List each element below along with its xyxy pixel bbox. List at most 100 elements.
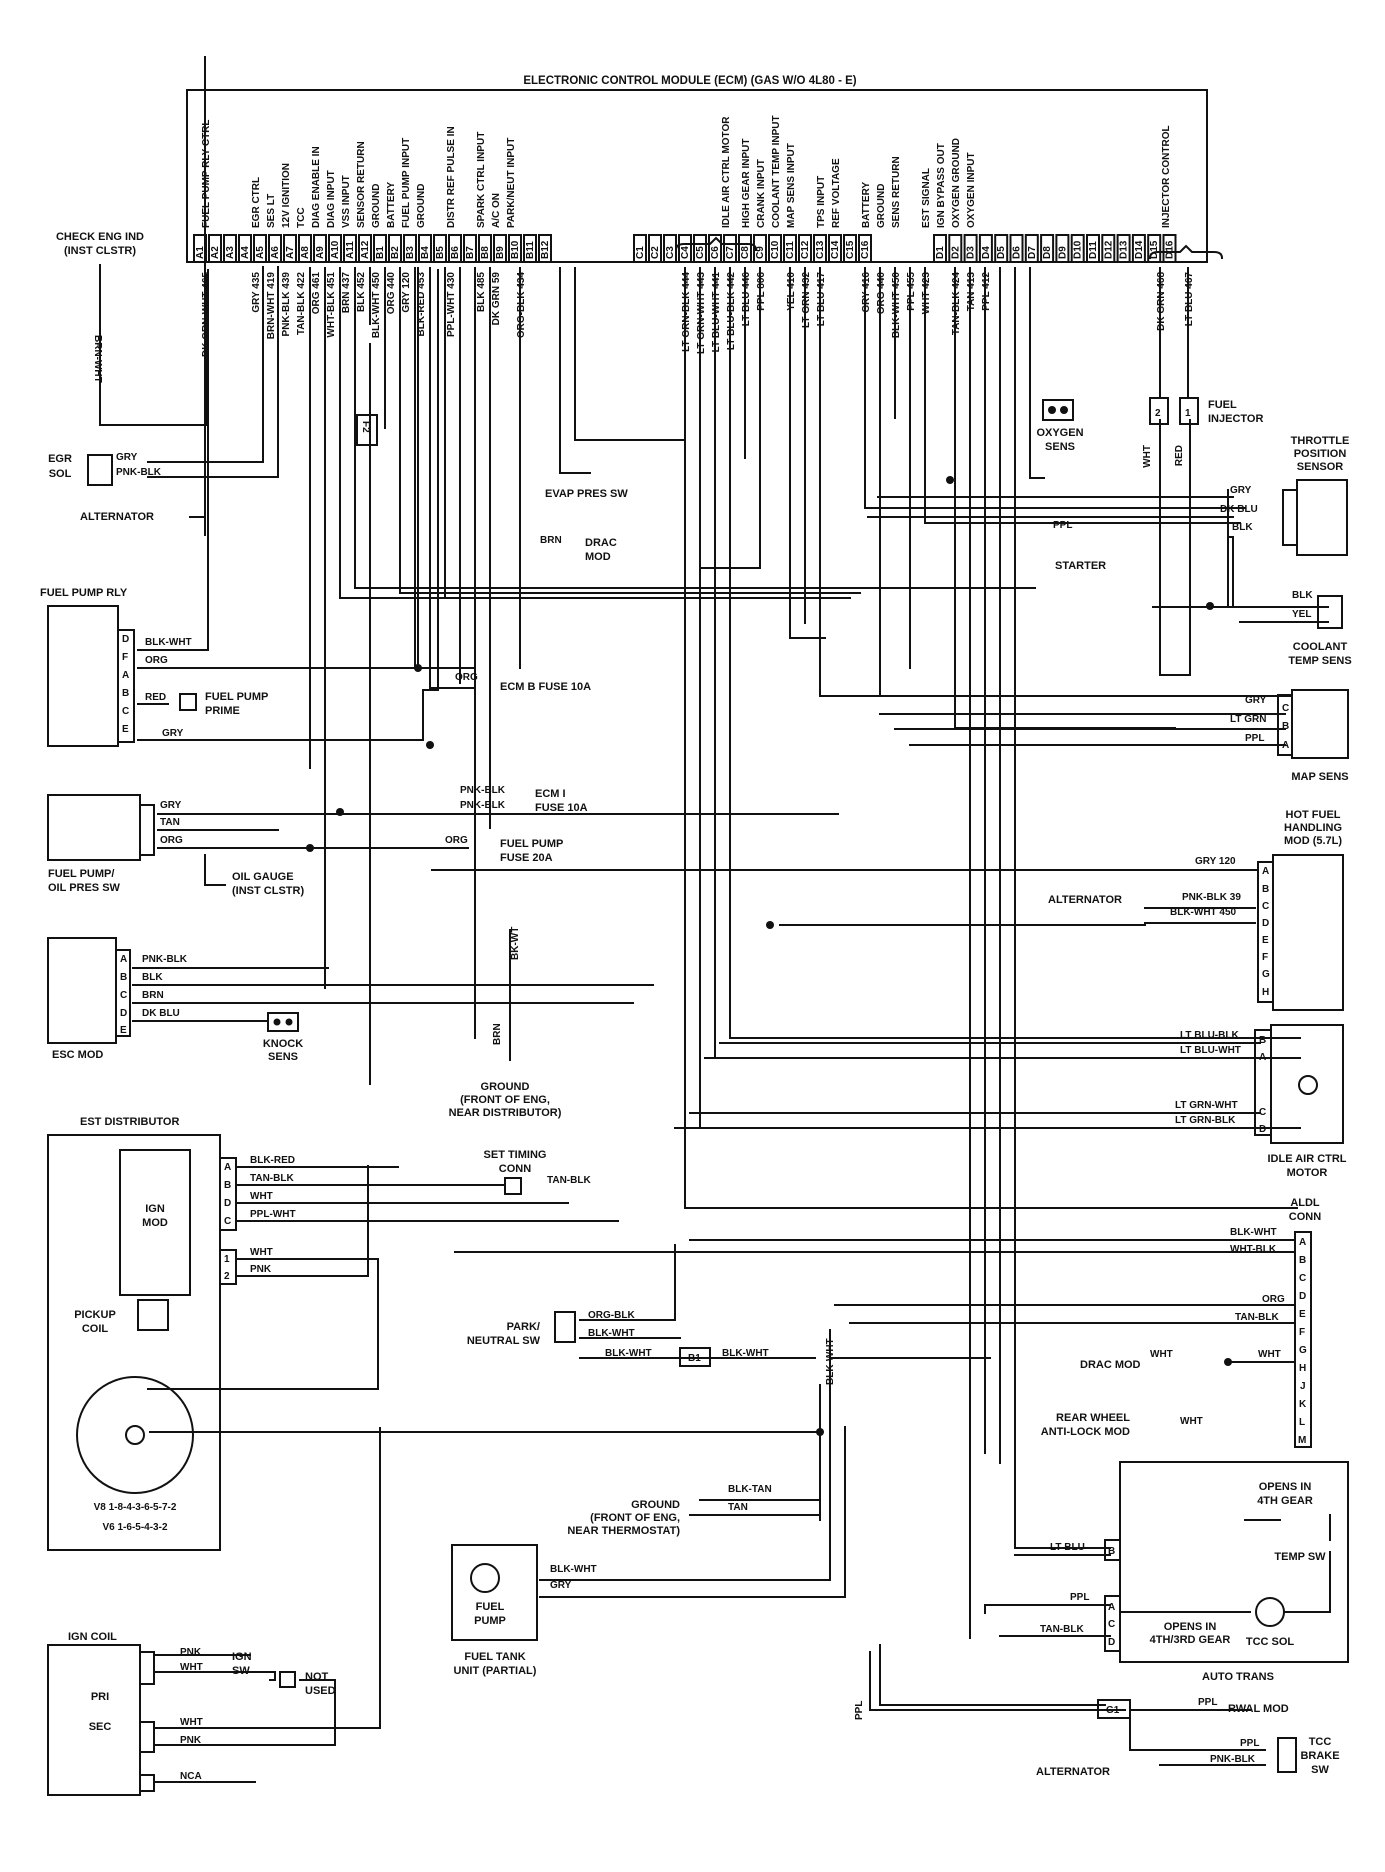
svg-text:1: 1 bbox=[224, 1254, 230, 1265]
svg-text:BLK-WHT: BLK-WHT bbox=[825, 1338, 836, 1385]
svg-text:COIL: COIL bbox=[82, 1323, 109, 1335]
check-eng-label: CHECK ENG IND bbox=[56, 231, 144, 243]
ecm-pin-label-B12: B12 bbox=[540, 240, 551, 259]
svg-text:ORG-BLK: ORG-BLK bbox=[588, 1310, 635, 1321]
svg-text:ORG: ORG bbox=[445, 835, 468, 846]
svg-text:PPL: PPL bbox=[1240, 1738, 1259, 1749]
svg-text:SOL: SOL bbox=[49, 468, 72, 480]
ecm-pin-label-D2: D2 bbox=[950, 246, 961, 259]
ecm-pin-C15 bbox=[843, 234, 857, 263]
esc-mod: ABC DE PNK-BLK BLK BRN DK BLU ESC MOD bbox=[47, 937, 188, 1061]
ecm-pin-B3 bbox=[403, 234, 417, 263]
ecm-pin-label-B11: B11 bbox=[525, 241, 536, 259]
ecm-pin-D15 bbox=[1147, 234, 1162, 263]
svg-text:L: L bbox=[1299, 1417, 1305, 1428]
ecm-pin-B10 bbox=[508, 234, 522, 263]
svg-text:ESC MOD: ESC MOD bbox=[52, 1049, 103, 1061]
ecm-pin-C7 bbox=[723, 234, 737, 263]
svg-text:LT GRN-WHT: LT GRN-WHT bbox=[1175, 1100, 1238, 1111]
svg-text:PUMP: PUMP bbox=[474, 1615, 506, 1627]
ground-distributor: BK-WT BRN GROUND (FRONT OF ENG, NEAR DIS… bbox=[449, 927, 562, 1119]
svg-text:FUEL PUMP/: FUEL PUMP/ bbox=[48, 868, 114, 880]
svg-text:FUEL PUMP: FUEL PUMP bbox=[500, 838, 563, 850]
svg-text:LT BLU: LT BLU bbox=[1050, 1542, 1085, 1553]
svg-text:(FRONT OF ENG,: (FRONT OF ENG, bbox=[590, 1512, 680, 1524]
park-neutral-sw: ORG-BLK BLK-WHT BLK-WHT PARK/ NEUTRAL SW… bbox=[467, 1310, 836, 1385]
ecm-pin-C16 bbox=[858, 234, 872, 263]
ecm-pin-label-C5: C5 bbox=[695, 246, 706, 259]
ecm-function-6: DIAG INPUT bbox=[326, 170, 337, 228]
ecm-pin-label-D11: D11 bbox=[1088, 241, 1099, 259]
ecm-pin-label-C8: C8 bbox=[740, 246, 751, 259]
svg-text:B: B bbox=[1259, 1035, 1266, 1046]
svg-text:TAN-BLK: TAN-BLK bbox=[250, 1173, 294, 1184]
svg-text:TCC SOL: TCC SOL bbox=[1246, 1636, 1295, 1648]
svg-text:KNOCK: KNOCK bbox=[263, 1038, 303, 1050]
svg-text:REAR WHEEL: REAR WHEEL bbox=[1056, 1412, 1130, 1424]
svg-text:BRN: BRN bbox=[540, 535, 562, 546]
svg-text:A: A bbox=[1262, 866, 1269, 877]
svg-text:FUEL: FUEL bbox=[1208, 399, 1237, 411]
ecm-function-0: FUEL PUMP RLY CTRL bbox=[201, 119, 212, 228]
svg-text:(INST CLSTR): (INST CLSTR) bbox=[232, 885, 304, 897]
svg-text:USED: USED bbox=[305, 1685, 336, 1697]
ecm-pin-C8 bbox=[738, 234, 752, 263]
svg-text:HOT FUEL: HOT FUEL bbox=[1286, 809, 1341, 821]
svg-text:SET TIMING: SET TIMING bbox=[484, 1149, 547, 1161]
ecm-function-4: TCC bbox=[296, 207, 307, 228]
svg-text:E: E bbox=[122, 724, 129, 735]
ecm-pin-B9 bbox=[493, 234, 507, 263]
ecm-pin-label-D10: D10 bbox=[1073, 240, 1084, 259]
svg-text:WHT: WHT bbox=[180, 1717, 203, 1728]
svg-text:LT GRN-BLK: LT GRN-BLK bbox=[1175, 1115, 1236, 1126]
svg-text:TCC: TCC bbox=[1309, 1736, 1332, 1748]
ecm-pin-label-A5: A5 bbox=[255, 246, 266, 259]
ecm-pin-label-D7: D7 bbox=[1027, 246, 1038, 259]
ecm-wire-26: GRY 416 bbox=[861, 272, 872, 313]
ecm-wire-21: LT BLU 446 bbox=[741, 272, 752, 327]
ecm-wire-7: BRN 437 bbox=[341, 272, 352, 314]
ecm-pin-label-C4: C4 bbox=[680, 246, 691, 259]
ecm-pin-A3 bbox=[223, 234, 237, 263]
svg-text:PRIME: PRIME bbox=[205, 705, 240, 717]
svg-text:C: C bbox=[1108, 1619, 1115, 1630]
svg-text:A: A bbox=[224, 1162, 231, 1173]
svg-text:BLK-WHT: BLK-WHT bbox=[722, 1348, 769, 1359]
ecm-pin-label-A8: A8 bbox=[300, 246, 311, 259]
ecm-wire-16: ORG-BLK 434 bbox=[516, 272, 527, 339]
svg-text:B: B bbox=[1299, 1255, 1306, 1266]
wire-network bbox=[99, 56, 1329, 1783]
svg-text:WHT: WHT bbox=[250, 1191, 273, 1202]
svg-text:BLK: BLK bbox=[1292, 590, 1313, 601]
svg-text:FUSE 10A: FUSE 10A bbox=[535, 802, 588, 814]
svg-text:TAN-BLK: TAN-BLK bbox=[1235, 1312, 1279, 1323]
svg-text:C: C bbox=[120, 990, 127, 1001]
svg-text:OIL PRES SW: OIL PRES SW bbox=[48, 882, 121, 894]
svg-text:B1: B1 bbox=[688, 1353, 701, 1364]
set-timing-conn: SET TIMING CONN TAN-BLK bbox=[484, 1149, 591, 1195]
svg-text:EST DISTRIBUTOR: EST DISTRIBUTOR bbox=[80, 1116, 179, 1128]
ign-coil: IGN COIL PRI SEC PNK WHT IGN SW NOT USED… bbox=[47, 1631, 336, 1796]
ecm-wire-29: PPL 455 bbox=[906, 272, 917, 311]
svg-text:GRY: GRY bbox=[550, 1580, 572, 1591]
svg-text:C: C bbox=[1259, 1107, 1266, 1118]
ecm-pin-label-C6: C6 bbox=[710, 246, 721, 259]
svg-text:TAN: TAN bbox=[728, 1502, 748, 1513]
starter: PPL STARTER bbox=[1053, 520, 1106, 572]
svg-text:WHT: WHT bbox=[1180, 1416, 1203, 1427]
svg-text:BRAKE: BRAKE bbox=[1300, 1750, 1339, 1762]
svg-text:BLK: BLK bbox=[142, 972, 163, 983]
svg-text:DK BLU: DK BLU bbox=[142, 1008, 180, 1019]
svg-text:EGR: EGR bbox=[48, 453, 72, 465]
svg-text:1: 1 bbox=[1185, 408, 1191, 419]
ecm-function-20: COOLANT TEMP INPUT bbox=[771, 115, 782, 228]
svg-text:BRN: BRN bbox=[142, 990, 164, 1001]
ecm-wire-4: TAN-BLK 422 bbox=[296, 272, 307, 336]
svg-text:FUEL: FUEL bbox=[476, 1601, 505, 1613]
ecm-wire-14: BLK 485 bbox=[476, 272, 487, 312]
ecm-pin-C4 bbox=[678, 234, 692, 263]
svg-text:A: A bbox=[122, 670, 129, 681]
svg-text:SW: SW bbox=[232, 1665, 250, 1677]
ecm-wire-25: LT BLU 417 bbox=[816, 272, 827, 327]
svg-text:ALDL: ALDL bbox=[1290, 1197, 1320, 1209]
